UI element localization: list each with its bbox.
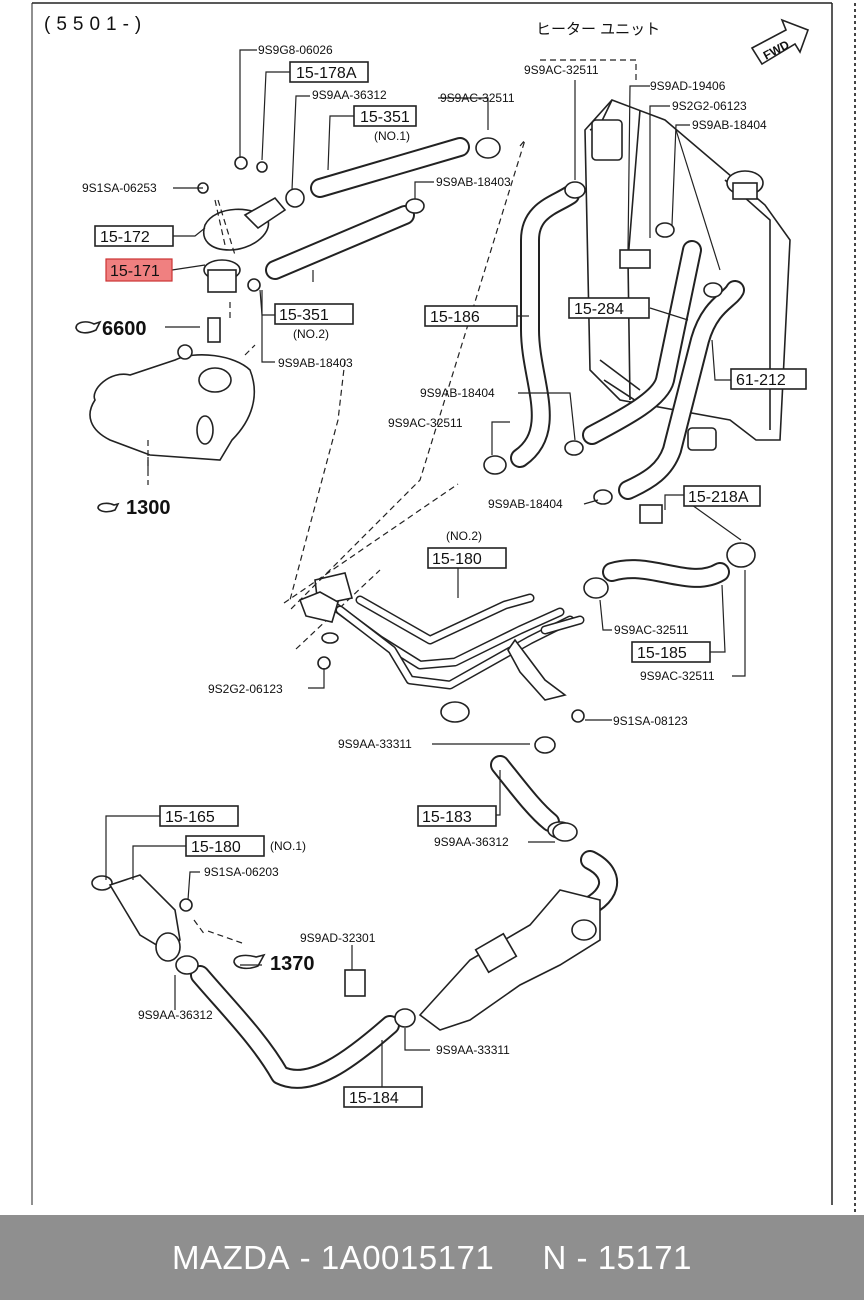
part-number-9s9ab-18404-mid: 9S9AB-18404 — [420, 386, 495, 400]
bypass-inlet — [91, 874, 193, 962]
part-number-9s9ac-32511-low: 9S9AC-32511 — [614, 623, 689, 637]
svg-text:(NO.1): (NO.1) — [374, 129, 410, 143]
part-number-9s1sa-08123: 9S1SA-08123 — [613, 714, 688, 728]
svg-text:15-178A: 15-178A — [296, 65, 357, 82]
footer-separator: - — [290, 1238, 321, 1276]
part-number-9s9ad-19406: 9S9AD-19406 — [650, 79, 726, 93]
part-number-9s9aa-36312-top: 9S9AA-36312 — [312, 88, 387, 102]
parts-diagram: (5501-) ヒーター ユニット FWD — [31, 2, 856, 1215]
fwd-arrow-icon: FWD — [750, 18, 810, 66]
svg-text:15-180: 15-180 — [191, 839, 241, 856]
part-number-9s9ac-32511-top: 9S9AC-32511 — [440, 91, 515, 105]
part-number-9s9aa-33311-low: 9S9AA-33311 — [436, 1043, 510, 1057]
svg-text:15-185: 15-185 — [637, 645, 687, 662]
boxed-part-labels: 15-178A 15-351 (NO.1) 15-172 15-171 15-3… — [94, 61, 807, 1108]
part-number-9s9ab-18404-top: 9S9AB-18404 — [692, 118, 767, 132]
svg-text:15-172: 15-172 — [100, 229, 150, 246]
part-label-15-183[interactable]: 15-183 — [417, 805, 497, 827]
svg-text:15-184: 15-184 — [349, 1090, 399, 1107]
part-label-15-351-no1[interactable]: 15-351 (NO.1) — [353, 105, 417, 143]
part-number-labels: 9S9G8-06026 9S9AA-36312 9S9AC-32511 9S1S… — [82, 43, 767, 1057]
section-ref-1300[interactable]: 1300 — [97, 497, 171, 519]
heater-pipe-assembly — [298, 572, 585, 701]
part-label-15-172[interactable]: 15-172 — [94, 225, 174, 247]
part-label-15-185[interactable]: 15-185 — [631, 641, 711, 663]
part-number-9s9ab-18404-low: 9S9AB-18404 — [488, 497, 563, 511]
footer-bar: MAZDA - 1A0015171 N - 15171 — [0, 1215, 864, 1300]
svg-text:61-212: 61-212 — [736, 372, 786, 389]
svg-text:15-183: 15-183 — [422, 809, 472, 826]
water-pipe-body — [418, 701, 601, 1031]
part-number-9s9aa-36312-low: 9S9AA-36312 — [138, 1008, 213, 1022]
svg-text:15-284: 15-284 — [574, 301, 624, 318]
svg-text:15-186: 15-186 — [430, 309, 480, 326]
svg-text:15-218A: 15-218A — [688, 489, 749, 506]
svg-text:(NO.2): (NO.2) — [293, 327, 329, 341]
hoses-upper — [265, 137, 745, 588]
footer-part-number: 1A0015171 — [320, 1238, 495, 1276]
part-number-9s9aa-36312-mid: 9S9AA-36312 — [434, 835, 509, 849]
part-number-9s9aa-33311-mid: 9S9AA-33311 — [338, 737, 412, 751]
heater-unit-outline — [283, 59, 637, 650]
footer-gap — [494, 1239, 542, 1277]
part-number-9s1sa-06203: 9S1SA-06203 — [204, 865, 279, 879]
footer-alt-number: N - 15171 — [542, 1238, 692, 1276]
part-label-15-171[interactable]: 15-171 — [105, 258, 173, 282]
svg-text:1370: 1370 — [270, 953, 315, 975]
part-number-9s1sa-06253: 9S1SA-06253 — [82, 181, 157, 195]
part-number-9s9ac-32511-bottom: 9S9AC-32511 — [640, 669, 715, 683]
heater-unit-label: ヒーター ユニット — [536, 21, 660, 38]
footer-brand: MAZDA — [172, 1238, 291, 1276]
part-label-15-186[interactable]: 15-186 — [424, 305, 518, 327]
svg-text:(NO.2): (NO.2) — [446, 529, 482, 543]
part-number-9s9g8-06026: 9S9G8-06026 — [258, 43, 333, 57]
svg-text:1300: 1300 — [126, 497, 171, 519]
engine-block — [89, 344, 256, 461]
part-label-15-180-no2[interactable]: (NO.2) 15-180 — [427, 529, 507, 569]
svg-text:15-171: 15-171 — [110, 263, 160, 280]
part-label-15-351-no2[interactable]: 15-351 (NO.2) — [274, 303, 354, 341]
part-label-15-180-no1[interactable]: 15-180 (NO.1) — [185, 835, 306, 857]
part-label-15-178a[interactable]: 15-178A — [289, 61, 369, 83]
svg-text:15-351: 15-351 — [279, 307, 329, 324]
part-label-61-212[interactable]: 61-212 — [730, 368, 807, 390]
part-label-15-184[interactable]: 15-184 — [343, 1086, 423, 1108]
part-number-9s9ad-32301: 9S9AD-32301 — [300, 931, 376, 945]
section-refs: 6600 1300 1370 — [75, 318, 315, 975]
part-label-15-165[interactable]: 15-165 — [159, 805, 239, 827]
part-label-15-218a[interactable]: 15-218A — [683, 485, 761, 507]
part-number-9s9ab-18403-top: 9S9AB-18403 — [436, 175, 511, 189]
hose-clamps — [175, 181, 756, 1028]
section-ref-1370[interactable]: 1370 — [233, 953, 315, 975]
part-number-9s2g2-06123-top: 9S2G2-06123 — [672, 99, 747, 113]
svg-text:15-351: 15-351 — [360, 109, 410, 126]
diagram-frame — [31, 2, 856, 1215]
svg-text:15-180: 15-180 — [432, 551, 482, 568]
part-label-15-284[interactable]: 15-284 — [568, 297, 650, 319]
svg-text:15-165: 15-165 — [165, 809, 215, 826]
section-ref-6600[interactable]: 6600 — [75, 318, 147, 340]
svg-text:(NO.1): (NO.1) — [270, 839, 306, 853]
part-number-9s9ab-18403-mid: 9S9AB-18403 — [278, 356, 353, 370]
svg-text:6600: 6600 — [102, 318, 147, 340]
part-number-9s9ac-32511-right: 9S9AC-32511 — [524, 63, 599, 77]
diagram-code: (5501-) — [44, 14, 147, 35]
part-number-9s9ac-32511-mid: 9S9AC-32511 — [388, 416, 463, 430]
hoses-lower — [190, 755, 619, 1089]
part-number-9s2g2-06123-low: 9S2G2-06123 — [208, 682, 283, 696]
part-label-15-171-highlight — [105, 258, 173, 282]
